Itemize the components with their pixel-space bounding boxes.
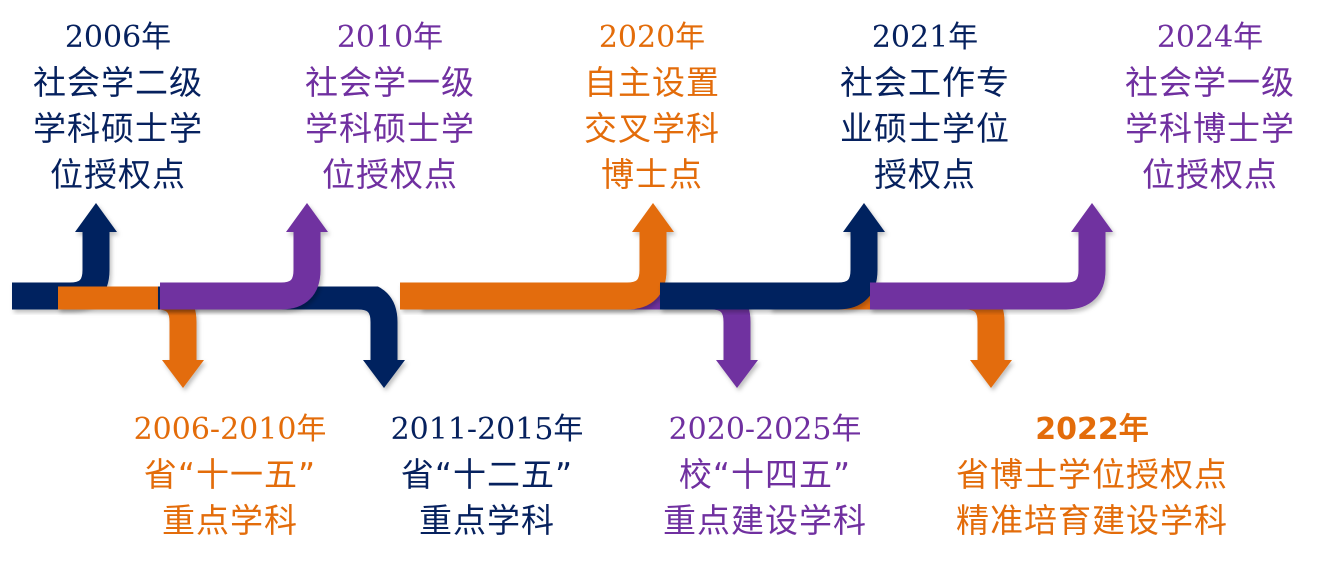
- arrow-head-icon: [970, 360, 1012, 388]
- milestone-2021-top: 2021年 社会工作专 业硕士学位 授权点: [840, 16, 1010, 198]
- arrow-head-icon: [1071, 203, 1113, 232]
- milestone-year: 2006年: [64, 20, 172, 55]
- milestone-2024-top: 2024年 社会学一级 学科博士学 位授权点: [1125, 16, 1295, 198]
- purple-arrow-up-2010: [160, 203, 328, 310]
- arrow-shaft: [870, 232, 1106, 310]
- milestone-text: 社会学一级: [1125, 63, 1295, 102]
- milestone-text: 社会学二级: [33, 63, 203, 102]
- milestone-year: 2020-2025年: [668, 412, 862, 447]
- milestone-text: 精准培育建设学科: [956, 501, 1228, 540]
- milestone-text: 学科硕士学: [33, 109, 203, 148]
- arrow-head-icon: [363, 360, 405, 388]
- milestone-year: 2024年: [1156, 20, 1264, 55]
- milestone-2006-top: 2006年 社会学二级 学科硕士学 位授权点: [33, 16, 203, 198]
- milestone-text: 省“十一五”: [143, 455, 317, 494]
- milestone-2006-2010-bottom: 2006-2010年 省“十一五” 重点学科: [134, 408, 327, 544]
- milestone-2011-2015-bottom: 2011-2015年 省“十二五” 重点学科: [391, 408, 584, 544]
- arrow-head-icon: [162, 360, 204, 388]
- milestone-text: 省博士学位授权点: [956, 455, 1228, 494]
- navy-arrow-up-2006: [12, 203, 117, 310]
- orange-arrow-down-2022: [770, 282, 1012, 388]
- milestone-text: 学科博士学: [1125, 109, 1295, 148]
- milestone-text: 重点学科: [419, 501, 555, 540]
- arrow-head-icon: [843, 203, 885, 232]
- purple-arrow-down-2020-2025: [420, 282, 758, 388]
- milestone-text: 省“十二五”: [400, 455, 574, 494]
- milestone-year: 2006-2010年: [133, 412, 327, 447]
- milestone-text: 位授权点: [1142, 155, 1278, 194]
- milestone-text: 位授权点: [322, 155, 458, 194]
- milestone-text: 业硕士学位: [840, 109, 1010, 148]
- milestone-text: 博士点: [601, 155, 703, 194]
- milestone-2020-2025-bottom: 2020-2025年 校“十四五” 重点建设学科: [663, 408, 867, 544]
- milestone-year: 2010年: [336, 20, 444, 55]
- milestone-text: 交叉学科: [584, 109, 720, 148]
- milestone-2022-bottom: 2022年 省博士学位授权点 精准培育建设学科: [956, 408, 1228, 544]
- arrow-head-icon: [632, 203, 674, 232]
- arrow-head-icon: [716, 360, 758, 388]
- orange-arrow-up-2020: [400, 203, 674, 310]
- milestone-text: 社会学一级: [305, 63, 475, 102]
- milestone-year: 2022年: [1035, 412, 1149, 447]
- milestone-2020-top: 2020年 自主设置 交叉学科 博士点: [584, 16, 720, 198]
- purple-arrow-up-2024: [870, 203, 1113, 310]
- orange-arrow-down-2006-2010: [58, 282, 204, 388]
- milestone-year: 2020年: [598, 20, 706, 55]
- arrow-shaft: [400, 232, 667, 310]
- milestone-year: 2021年: [871, 20, 979, 55]
- milestone-text: 位授权点: [50, 155, 186, 194]
- navy-arrow-down-2011-2015: [158, 282, 405, 388]
- milestone-text: 重点建设学科: [663, 501, 867, 540]
- milestone-text: 授权点: [874, 155, 976, 194]
- arrow-shaft: [158, 282, 398, 360]
- milestone-text: 社会工作专: [840, 63, 1010, 102]
- arrow-head-icon: [75, 203, 117, 232]
- arrow-shaft: [160, 232, 321, 310]
- milestone-text: 自主设置: [584, 63, 720, 102]
- navy-arrow-up-2021: [660, 203, 885, 310]
- milestone-2010-top: 2010年 社会学一级 学科硕士学 位授权点: [305, 16, 475, 198]
- milestone-year: 2011-2015年: [390, 412, 584, 447]
- milestone-text: 校“十四五”: [678, 455, 852, 494]
- milestone-text: 重点学科: [162, 501, 298, 540]
- arrow-shaft: [660, 232, 878, 310]
- milestone-text: 学科硕士学: [305, 109, 475, 148]
- arrow-head-icon: [286, 203, 328, 232]
